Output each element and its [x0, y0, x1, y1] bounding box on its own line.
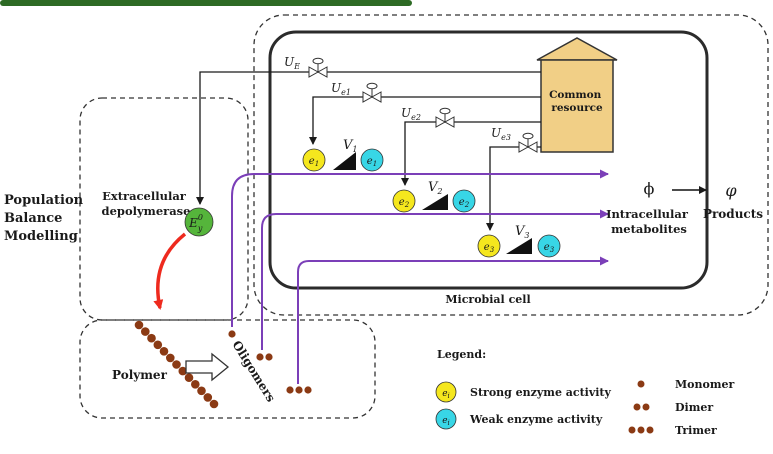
polymer-bead	[172, 360, 181, 369]
polymer-label: Polymer	[112, 368, 168, 382]
valve-icon	[362, 82, 382, 103]
polymer-bead	[178, 366, 188, 376]
control-ue3-label: Ue3	[491, 126, 511, 142]
legend-title: Legend:	[437, 348, 486, 361]
enzyme-e3-weak: e3	[537, 234, 561, 258]
polymer-bead	[153, 340, 163, 350]
rate-wedge-v1	[333, 152, 356, 170]
control-lines	[196, 71, 541, 231]
polymer-bead	[191, 380, 200, 389]
enzyme-e2-weak: e2	[452, 189, 476, 213]
polymer-chain	[134, 320, 219, 409]
phi-symbol: ϕ	[644, 179, 655, 198]
common-resource-label: Common resource	[549, 89, 605, 114]
polymer-bead	[134, 320, 144, 330]
depolymerization-arrow	[153, 232, 187, 310]
legend-trimer-label: Trimer	[675, 424, 717, 437]
enzyme-e1-strong: e1	[302, 148, 326, 172]
microbial-cell-label: Microbial cell	[445, 293, 530, 306]
rate-v3-label: V3	[515, 224, 529, 240]
rate-wedge-v2	[422, 194, 448, 210]
svg-text:e1: e1	[309, 156, 319, 168]
oligomer-trimer	[286, 386, 312, 394]
control-ue2-label: Ue2	[401, 106, 421, 122]
legend-strong-marker: ei	[435, 381, 457, 403]
polymer-bead	[184, 373, 194, 383]
polymer-bead	[147, 333, 156, 343]
population-balance-box	[79, 97, 249, 321]
polymer-bead	[166, 353, 175, 363]
extracellular-depolymerase-label: Extracellular depolymerase	[102, 189, 191, 218]
polymer-bead	[209, 399, 219, 409]
legend-strong-label: Strong enzyme activity	[470, 386, 612, 399]
varphi-symbol: φ	[725, 181, 737, 200]
oligomer-dimer	[256, 353, 273, 361]
products-label: Products	[703, 207, 763, 221]
bottom-dashed-box	[79, 319, 376, 419]
svg-text:ei: ei	[442, 416, 450, 427]
polymer-bead	[197, 386, 206, 396]
polymer-bead	[159, 347, 169, 356]
rate-v1-label: V1	[343, 138, 357, 154]
valve-icon	[435, 107, 455, 128]
polymer-bead	[141, 327, 150, 336]
enzyme-e1-weak: e1	[360, 148, 384, 172]
svg-text:e3: e3	[544, 242, 555, 254]
polymer-bead	[203, 393, 213, 402]
svg-text:ei: ei	[442, 389, 450, 400]
valve-icon	[518, 132, 538, 153]
legend-weak-marker: ei	[435, 408, 457, 430]
microbial-cell-box	[268, 30, 709, 290]
population-balance-label: Population Balance Modelling	[4, 193, 88, 244]
legend-dimer-marker	[633, 403, 650, 411]
svg-text:e2: e2	[399, 197, 410, 209]
svg-text:E0y: E0y	[188, 213, 203, 233]
svg-text:e2: e2	[459, 197, 470, 209]
outer-cell-boundary	[253, 14, 769, 316]
top-bar	[0, 0, 412, 6]
svg-text:e3: e3	[484, 242, 495, 254]
storage-tank-icon	[536, 37, 618, 153]
legend-trimer-marker	[628, 426, 654, 434]
legend-dimer-label: Dimer	[675, 401, 713, 414]
oligomers-label: Oligomers	[229, 338, 278, 404]
pathway-arrows	[231, 169, 609, 384]
legend: Legend: ei Strong enzyme activity ei Wea…	[435, 348, 734, 437]
legend-monomer-marker	[637, 380, 645, 388]
legend-weak-label: Weak enzyme activity	[469, 413, 603, 426]
valve-icon	[308, 57, 328, 78]
control-ue-label: UE	[284, 55, 300, 71]
enzyme-e3-strong: e3	[477, 234, 501, 258]
conversion-arrow	[185, 352, 230, 382]
enzyme-e2-strong: e2	[392, 189, 416, 213]
rate-v2-label: V2	[428, 180, 442, 196]
control-ue1-label: Ue1	[331, 81, 351, 97]
legend-monomer-label: Monomer	[675, 378, 734, 391]
rate-wedge-v3	[506, 238, 532, 254]
svg-text:e1: e1	[367, 156, 377, 168]
intracellular-metabolites-label: Intracellular metabolites	[606, 207, 692, 236]
oligomer-monomer	[228, 330, 236, 338]
